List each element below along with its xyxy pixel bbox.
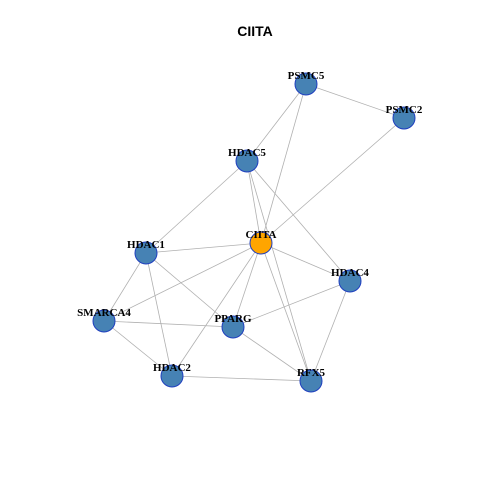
edge-smarca4-pparg bbox=[103, 320, 234, 328]
node-label-psmc2: PSMC2 bbox=[386, 104, 423, 116]
node-label-hdac4: HDAC4 bbox=[331, 267, 369, 279]
node-circle-hdac1[interactable] bbox=[134, 241, 158, 265]
node-ciita[interactable]: CIITA bbox=[246, 229, 277, 255]
node-circle-smarca4[interactable] bbox=[92, 309, 116, 333]
edge-hdac2-rfx5 bbox=[171, 375, 312, 382]
edge-psmc5-psmc2 bbox=[305, 83, 405, 119]
edge-hdac5-rfx5 bbox=[246, 160, 312, 382]
node-label-hdac5: HDAC5 bbox=[228, 147, 266, 159]
edge-ciita-hdac2 bbox=[171, 242, 262, 377]
node-label-hdac1: HDAC1 bbox=[127, 239, 165, 251]
edge-psmc5-ciita bbox=[260, 83, 307, 244]
node-hdac1[interactable]: HDAC1 bbox=[127, 239, 165, 265]
node-circle-hdac5[interactable] bbox=[235, 149, 259, 173]
edge-hdac5-hdac1 bbox=[145, 160, 248, 254]
node-hdac2[interactable]: HDAC2 bbox=[153, 362, 191, 388]
edge-ciita-pparg bbox=[232, 242, 262, 328]
edge-hdac1-ciita bbox=[145, 242, 262, 254]
diagram-title: CIITA bbox=[237, 23, 273, 39]
node-psmc5[interactable]: PSMC5 bbox=[288, 70, 325, 96]
edge-hdac5-hdac4 bbox=[246, 160, 351, 282]
edge-ciita-smarca4 bbox=[103, 242, 262, 322]
node-hdac4[interactable]: HDAC4 bbox=[331, 267, 369, 293]
edge-hdac1-pparg bbox=[145, 252, 234, 328]
edge-hdac4-pparg bbox=[232, 280, 351, 328]
node-label-ciita: CIITA bbox=[246, 229, 277, 241]
node-smarca4[interactable]: SMARCA4 bbox=[77, 307, 131, 333]
edge-psmc5-hdac5 bbox=[246, 83, 307, 162]
node-circle-hdac2[interactable] bbox=[160, 364, 184, 388]
edge-pparg-rfx5 bbox=[232, 326, 312, 382]
edge-ciita-rfx5 bbox=[260, 242, 312, 382]
node-pparg[interactable]: PPARG bbox=[214, 313, 252, 339]
node-circle-pparg[interactable] bbox=[221, 315, 245, 339]
node-label-smarca4: SMARCA4 bbox=[77, 307, 131, 319]
edge-hdac4-rfx5 bbox=[310, 280, 351, 382]
edge-hdac1-hdac2 bbox=[145, 252, 173, 377]
node-psmc2[interactable]: PSMC2 bbox=[386, 104, 423, 130]
node-circle-rfx5[interactable] bbox=[299, 369, 323, 393]
edge-ciita-hdac4 bbox=[260, 242, 351, 282]
edge-layer bbox=[103, 83, 405, 382]
node-label-rfx5: RFX5 bbox=[297, 367, 326, 379]
edge-hdac1-smarca4 bbox=[103, 252, 147, 322]
node-label-psmc5: PSMC5 bbox=[288, 70, 325, 82]
node-hdac5[interactable]: HDAC5 bbox=[228, 147, 266, 173]
node-circle-ciita[interactable] bbox=[249, 231, 273, 255]
edge-hdac5-ciita bbox=[246, 160, 262, 244]
node-circle-hdac4[interactable] bbox=[338, 269, 362, 293]
node-circle-psmc5[interactable] bbox=[294, 72, 318, 96]
node-rfx5[interactable]: RFX5 bbox=[297, 367, 326, 393]
edge-psmc2-ciita bbox=[260, 117, 405, 244]
node-circle-psmc2[interactable] bbox=[392, 106, 416, 130]
node-label-hdac2: HDAC2 bbox=[153, 362, 191, 374]
node-label-pparg: PPARG bbox=[214, 313, 252, 325]
edge-smarca4-hdac2 bbox=[103, 320, 173, 377]
